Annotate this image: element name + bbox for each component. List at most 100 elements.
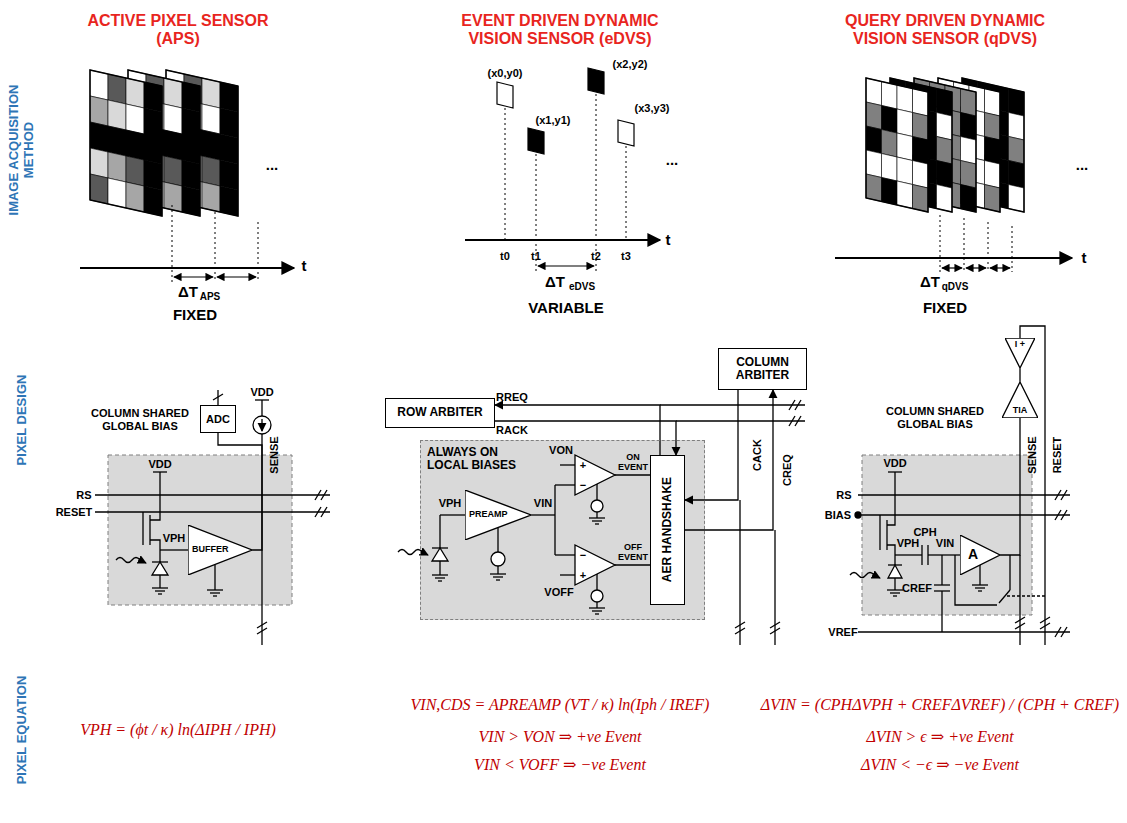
subscript-label: eDVS [569,281,595,293]
ground-symbol [595,523,599,524]
image-frame [897,133,913,161]
image-frame [126,78,144,108]
node-text: BUFFER [192,545,229,555]
time-axis [172,205,173,282]
circuit-wire [575,455,615,495]
image-frame [164,182,182,212]
circuit-wire [497,566,498,574]
amplifier-outline [465,490,531,540]
signal-label: VPH [439,497,462,510]
pixel-equation: ΔVIN > ϵ ⇒ +ve Event [866,728,1013,746]
time-axis [505,108,506,240]
ground-symbol [1061,627,1067,637]
current-amplifier: I + [1005,338,1035,368]
ground-symbol [435,577,445,578]
signal-label: VON [549,444,573,457]
signal-label: VDD [883,457,906,470]
image-frame [1009,185,1025,213]
ground-symbol [589,517,605,518]
signal-label: VIN [534,497,552,510]
ground-symbol [795,416,801,426]
circuit-wire [888,471,902,472]
circuit-wire [531,514,555,515]
circuit-wire [615,564,650,565]
image-frame [182,82,200,112]
signal-label: VDD [148,458,171,471]
circuit-wire [159,575,160,588]
circuit-wire [555,484,575,485]
ground-symbol [152,400,1067,637]
signal-label: + [580,459,586,472]
pixel-background [108,440,1032,620]
ground-symbol [1055,510,1061,520]
signal-connector [1019,368,1020,382]
aer-handshake-box: AER HANDSHAKE [650,455,685,605]
tia-amplifier: TIA [1002,382,1038,418]
subscript-label: APS [200,291,221,303]
time-axis [964,218,965,272]
image-frame [220,134,238,164]
event-pixel [497,82,513,108]
axis-label: FIXED [923,299,967,316]
subscript-label: qDVS [942,281,969,293]
node-text: A [968,547,978,562]
ground-symbol [887,589,903,590]
signal-connector [685,390,738,500]
image-frame [866,150,882,178]
circuit-wire [894,578,895,590]
image-frame [182,108,200,138]
image-frame [108,152,126,182]
signal-label: (x1,y1) [536,114,571,127]
signal-label: COLUMN SHARED GLOBAL BIAS [88,407,193,432]
ground-symbol [1015,623,1025,629]
circuit-wire [879,515,880,550]
circuit-wire [160,549,188,550]
signal-label: + [580,569,586,582]
circuit-wire [116,558,146,564]
image-frame [90,70,1024,216]
time-axis [80,94,1072,282]
node-text: AER HANDSHAKE [661,477,674,582]
image-frame [220,186,238,216]
image-frame [144,134,162,164]
signal-label: RACK [496,424,528,437]
circuit-wire [150,472,160,520]
circuit-wire [261,400,262,416]
image-frame [937,161,953,189]
ground-symbol [770,622,780,628]
image-frame [90,174,108,204]
circuit-wire [555,554,575,555]
image-frame [882,130,898,158]
axis-label: ... [266,156,279,173]
signal-label: t2 [591,250,601,263]
image-frame [90,70,162,216]
amplifier-outline [1002,382,1038,418]
image-frame [164,156,182,186]
image-frame [961,89,977,117]
signal-connector [218,433,262,550]
image-frame [913,185,929,213]
pixel-equation: ΔVIN < −ϵ ⇒ −ve Event [861,756,1019,774]
image-frame [961,161,977,189]
circuit-wire [858,514,1070,515]
image-frame [220,82,238,112]
image-frame [913,137,929,165]
pixel-equation: VPH = (ϕt / κ) ln(ΔIPH / IPH) [80,721,276,739]
image-frame [90,70,108,100]
circuit-wire [941,555,942,585]
circuit-wire [150,540,160,562]
arbiter-box: ROW ARBITER [385,398,495,428]
circuit-wire [934,584,950,585]
circuit-wire [1019,555,1020,645]
amplifier-outline [1005,338,1035,368]
circuit-wire [596,602,597,608]
circuit-wire [95,494,330,495]
image-frame [866,102,882,130]
ground-symbol [438,580,442,581]
image-frame [202,182,220,212]
signal-label: t3 [621,250,631,263]
image-frame [202,104,220,134]
image-frame [90,148,108,178]
axis-label: ΔT [545,273,565,290]
amplifier-outline [188,525,252,575]
